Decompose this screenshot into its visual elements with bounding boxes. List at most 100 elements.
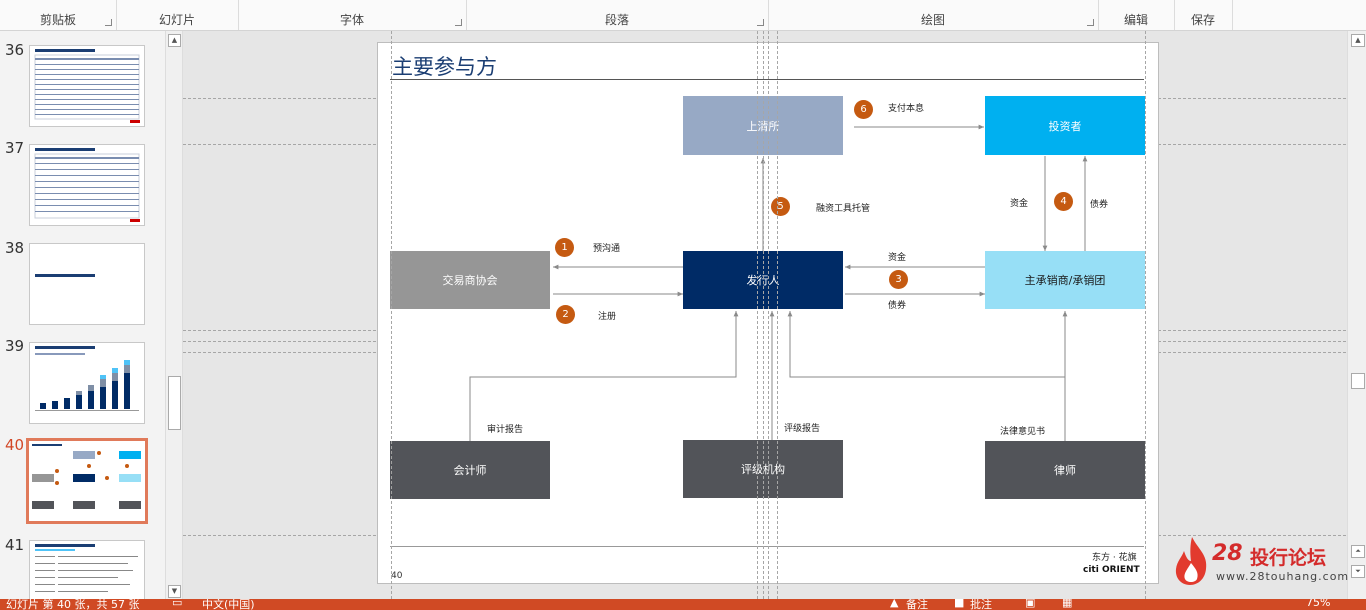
table-slide-preview <box>34 148 140 222</box>
node-underwriter[interactable]: 主承销商/承销团 <box>985 251 1145 309</box>
label-precommunicate[interactable]: 预沟通 <box>593 244 621 254</box>
ribbon-group-label: 剪贴板 <box>39 13 76 27</box>
step-badge-6[interactable]: 6 <box>854 100 873 119</box>
label-bonds-mid[interactable]: 债券 <box>888 301 907 311</box>
label-funds-mid[interactable]: 资金 <box>888 253 907 263</box>
table-slide-preview <box>34 49 140 123</box>
dialog-launcher-icon[interactable] <box>105 19 112 26</box>
label-bonds-right[interactable]: 债券 <box>1090 200 1109 210</box>
ribbon-group-font: 字体 <box>238 0 467 30</box>
thumbnail-pane[interactable]: 36 37 38 39 40 <box>0 31 165 600</box>
guide-line <box>763 31 764 599</box>
arrow-legal-opinion <box>787 311 1066 441</box>
title-underline <box>390 79 1144 80</box>
step-badge-1[interactable]: 1 <box>555 238 574 257</box>
flow-arrows <box>469 124 1088 441</box>
notes-button[interactable]: 备注 <box>906 599 928 610</box>
slide-number: 36 <box>5 41 25 59</box>
node-nafmii[interactable]: 交易商协会 <box>390 251 550 309</box>
node-label: 律师 <box>1054 464 1076 477</box>
zoom-level[interactable]: 75% <box>1306 599 1331 609</box>
dialog-launcher-icon[interactable] <box>455 19 462 26</box>
dialog-launcher-icon[interactable] <box>757 19 764 26</box>
guide-line <box>391 31 392 599</box>
label-legal-opinion[interactable]: 法律意见书 <box>1000 427 1046 437</box>
slide-thumbnail[interactable] <box>29 540 145 600</box>
ribbon-group-drawing: 绘图 <box>768 0 1099 30</box>
step-badge-2[interactable]: 2 <box>556 305 575 324</box>
slide-thumbnail-active[interactable] <box>26 438 148 524</box>
watermark-url: www.28touhang.com <box>1216 570 1350 583</box>
slide-sorter-icon[interactable]: ▦ <box>1062 599 1073 609</box>
logo-text: 东方 · 花旗 <box>1092 553 1137 563</box>
label-rating-report[interactable]: 评级报告 <box>784 424 821 434</box>
guide-line <box>777 31 778 599</box>
comments-button[interactable]: 批注 <box>970 599 992 610</box>
notes-icon[interactable]: ▲ <box>890 599 899 609</box>
slide-thumbnail[interactable] <box>29 144 145 226</box>
scrollbar-thumb[interactable] <box>1351 373 1365 389</box>
slide-thumbnail[interactable] <box>29 243 145 325</box>
label-custody[interactable]: 融资工具托管 <box>816 204 871 214</box>
dialog-launcher-icon[interactable] <box>1087 19 1094 26</box>
guide-line <box>757 31 758 599</box>
scroll-down-icon[interactable]: ▼ <box>168 585 181 598</box>
ribbon-group-editing: 编辑 <box>1098 0 1175 30</box>
diagram-slide-preview <box>32 444 141 509</box>
watermark-number: 28 <box>1212 541 1243 566</box>
node-label: 主承销商/承销团 <box>1024 274 1106 287</box>
slide-count-status[interactable]: 幻灯片 第 40 张，共 57 张 <box>6 599 140 610</box>
step-badge-3[interactable]: 3 <box>889 270 908 289</box>
ribbon: 剪贴板 幻灯片 字体 段落 绘图 编辑 保存 <box>0 0 1366 31</box>
thumbnail-scrollbar[interactable]: ▲ ▼ <box>165 31 183 599</box>
normal-view-icon[interactable]: ▣ <box>1025 599 1036 609</box>
ribbon-group-label: 幻灯片 <box>158 13 195 27</box>
slide-title[interactable]: 主要参与方 <box>392 55 497 79</box>
slide-thumbnail[interactable] <box>29 342 145 424</box>
watermark: 28 投行论坛 www.28touhang.com <box>1170 535 1360 590</box>
node-investors[interactable]: 投资者 <box>985 96 1145 155</box>
slide-number-active: 40 <box>5 436 25 454</box>
slide-editing-area[interactable]: 主要参与方 上清所 <box>183 31 1346 599</box>
slide-thumbnail[interactable] <box>29 45 145 127</box>
label-pay-principal[interactable]: 支付本息 <box>888 104 925 114</box>
ribbon-group-label: 编辑 <box>1123 13 1148 27</box>
slide-number: 38 <box>5 239 25 257</box>
citi-orient-logo: citi ORIENT <box>1083 565 1140 575</box>
step-badge-5[interactable]: 5 <box>771 197 790 216</box>
node-label: 会计师 <box>453 464 487 477</box>
ribbon-group-paragraph: 段落 <box>466 0 769 30</box>
node-accountant[interactable]: 会计师 <box>390 441 550 499</box>
prev-slide-icon[interactable]: ⏶ <box>1351 545 1365 558</box>
ribbon-group-save: 保存 <box>1174 0 1233 30</box>
guide-line <box>768 31 769 599</box>
scrollbar-thumb[interactable] <box>168 376 181 430</box>
ribbon-group-label: 段落 <box>604 13 629 27</box>
footer-line <box>390 546 1144 547</box>
language-status[interactable]: 中文(中国) <box>202 599 255 610</box>
ribbon-group-label: 字体 <box>339 13 364 27</box>
chart-slide-preview <box>35 346 139 411</box>
slide-number: 37 <box>5 139 25 157</box>
label-funds-left[interactable]: 资金 <box>1010 199 1029 209</box>
node-lawyer[interactable]: 律师 <box>985 441 1145 499</box>
slide-number: 39 <box>5 337 25 355</box>
language-status-icon[interactable]: ▭ <box>172 599 183 609</box>
watermark-name: 投行论坛 <box>1250 547 1327 569</box>
main-scrollbar[interactable]: ▲ ⏶ ⏷ <box>1347 31 1366 599</box>
label-audit-report[interactable]: 审计报告 <box>487 425 524 435</box>
ribbon-group-slides: 幻灯片 <box>116 0 239 30</box>
arrow-audit-report <box>469 311 739 441</box>
slide-page-number: 40 <box>391 571 403 581</box>
next-slide-icon[interactable]: ⏷ <box>1351 565 1365 578</box>
comments-icon[interactable]: ■ <box>954 599 965 609</box>
scroll-up-icon[interactable]: ▲ <box>1351 34 1365 47</box>
label-register[interactable]: 注册 <box>598 312 617 322</box>
scroll-up-icon[interactable]: ▲ <box>168 34 181 47</box>
ribbon-group-clipboard: 剪贴板 <box>0 0 117 30</box>
node-label: 交易商协会 <box>442 274 498 287</box>
status-bar: 幻灯片 第 40 张，共 57 张 ▭ 中文(中国) ▲ 备注 ■ 批注 ▣ ▦… <box>0 599 1366 610</box>
step-badge-4[interactable]: 4 <box>1054 192 1073 211</box>
text-slide-preview <box>35 544 138 592</box>
text-slide-preview <box>35 274 95 277</box>
